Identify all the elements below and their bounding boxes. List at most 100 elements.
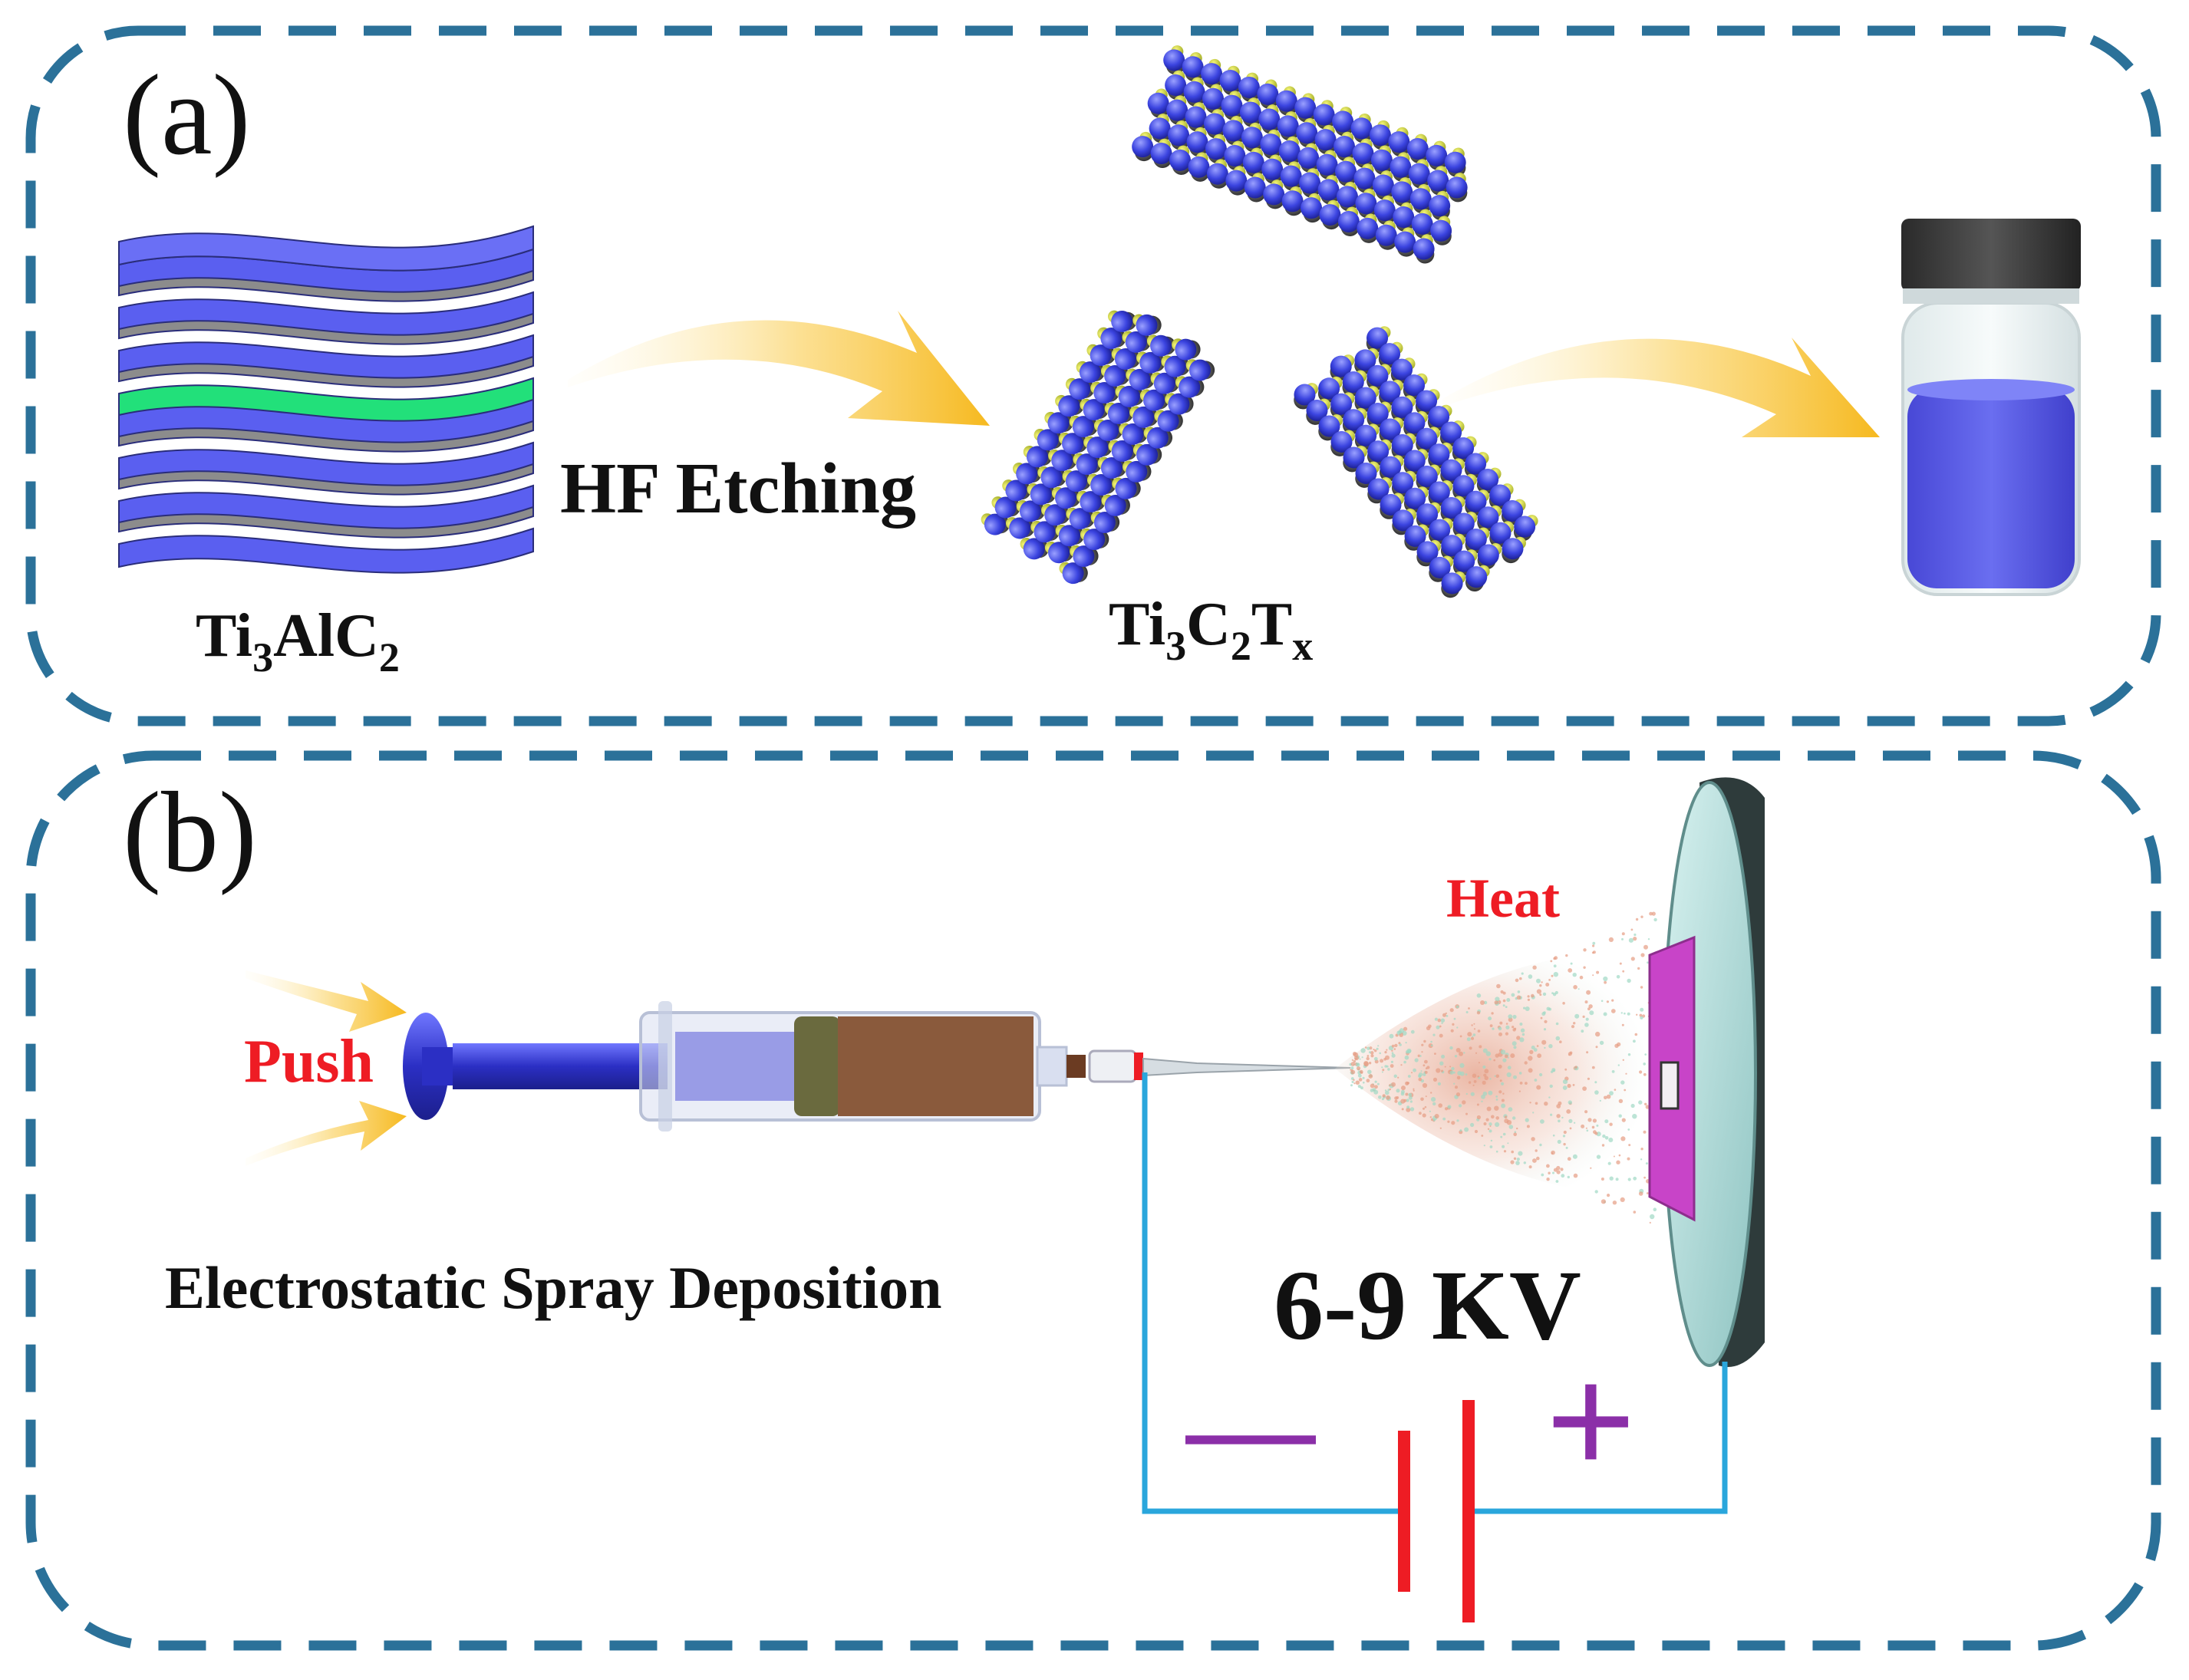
spray-droplet — [1561, 1174, 1565, 1178]
titanium-atom — [1391, 358, 1413, 380]
titanium-atom — [1072, 416, 1094, 438]
spray-droplet — [1422, 1082, 1428, 1089]
titanium-atom — [1175, 338, 1197, 361]
spray-droplet — [1607, 1161, 1611, 1165]
spray-droplet — [1360, 1048, 1366, 1053]
titanium-atom — [1280, 165, 1302, 187]
spray-droplet — [1350, 1069, 1356, 1075]
titanium-atom — [1427, 170, 1449, 192]
titanium-atom — [1277, 115, 1299, 137]
spray-droplet — [1649, 1221, 1651, 1224]
spray-droplet — [1430, 1040, 1432, 1043]
titanium-atom — [1136, 443, 1159, 466]
spray-droplet — [1498, 1064, 1502, 1069]
titanium-atom — [1244, 176, 1266, 199]
spray-droplet — [1471, 1024, 1473, 1026]
spray-droplet — [1445, 1012, 1447, 1014]
spray-droplet — [1602, 1134, 1606, 1138]
titanium-atom — [1044, 504, 1066, 526]
titanium-atom — [1073, 545, 1095, 568]
spray-droplet — [1604, 1095, 1607, 1100]
spray-droplet — [1568, 1100, 1572, 1105]
spray-droplet — [1546, 1178, 1550, 1181]
spray-droplet — [1440, 1069, 1444, 1072]
spray-droplet — [1489, 1078, 1492, 1080]
titanium-atom — [1299, 172, 1321, 194]
spray-droplet — [1582, 1086, 1587, 1091]
spray-droplet — [1432, 1102, 1436, 1106]
spray-droplet — [1625, 1072, 1627, 1075]
spray-droplet — [1353, 1079, 1355, 1082]
spray-droplet — [1407, 1049, 1412, 1053]
spray-droplet — [1610, 1009, 1616, 1013]
spray-droplet — [1507, 1142, 1509, 1145]
spray-droplet — [1546, 1164, 1550, 1168]
spray-droplet — [1587, 1118, 1592, 1122]
spray-droplet — [1587, 1077, 1590, 1080]
spray-droplet — [1609, 1122, 1613, 1126]
spray-droplet — [1630, 1103, 1635, 1108]
spray-droplet — [1627, 1157, 1630, 1161]
spray-droplet — [1614, 1089, 1617, 1091]
spray-droplet — [1484, 1076, 1488, 1081]
spray-droplet — [1465, 1112, 1468, 1115]
spray-droplet — [1640, 1148, 1643, 1151]
spray-droplet — [1420, 1097, 1424, 1102]
spray-droplet — [1517, 990, 1521, 993]
spray-droplet — [1565, 954, 1568, 957]
titanium-atom — [1446, 176, 1468, 199]
spray-droplet — [1382, 1094, 1386, 1098]
spray-droplet — [1499, 1079, 1502, 1082]
spray-droplet — [1368, 1074, 1373, 1079]
spray-droplet — [1488, 1016, 1492, 1021]
spray-droplet — [1498, 1026, 1502, 1031]
spray-droplet — [1386, 1049, 1388, 1051]
spray-droplet — [1501, 1082, 1505, 1085]
titanium-atom — [1186, 131, 1208, 153]
spray-droplet — [1540, 1119, 1544, 1124]
spray-droplet — [1486, 1106, 1492, 1112]
spray-droplet — [1531, 1137, 1535, 1141]
spray-droplet — [1574, 1013, 1580, 1019]
spray-droplet — [1653, 917, 1657, 922]
titanium-atom — [1048, 542, 1070, 564]
spray-droplet — [1592, 974, 1594, 977]
titanium-atom — [1026, 446, 1048, 468]
spray-droplet — [1583, 948, 1587, 952]
titanium-atom — [1202, 87, 1225, 110]
spray-droplet — [1601, 1000, 1604, 1003]
spray-droplet — [1495, 1150, 1498, 1153]
spray-droplet — [1465, 1073, 1468, 1076]
titanium-atom — [1428, 406, 1450, 428]
spray-droplet — [1643, 1176, 1647, 1179]
spray-droplet — [1640, 986, 1643, 989]
spray-droplet — [1476, 1103, 1479, 1106]
spray-droplet — [1604, 980, 1607, 984]
spray-droplet — [1493, 1059, 1495, 1062]
spray-droplet — [1419, 1055, 1422, 1057]
spray-droplet — [1408, 1092, 1413, 1097]
spray-droplet — [1572, 1084, 1575, 1086]
spray-droplet — [1633, 937, 1637, 941]
titanium-atom — [1404, 525, 1426, 547]
spray-droplet — [1633, 1211, 1637, 1214]
spray-droplet — [1596, 970, 1600, 974]
titanium-atom — [1440, 421, 1462, 443]
titanium-atom — [1353, 167, 1376, 189]
spray-droplet — [1562, 1002, 1565, 1005]
spray-droplet — [1638, 1100, 1643, 1105]
spray-droplet — [1639, 1013, 1643, 1017]
spray-droplet — [1356, 1062, 1360, 1067]
spray-droplet — [1503, 1150, 1507, 1153]
spray-droplet — [1453, 1082, 1455, 1085]
spray-droplet — [1428, 1024, 1432, 1029]
mxene-flake-top — [1132, 45, 1468, 264]
spray-droplet — [1519, 1082, 1523, 1085]
titanium-atom — [1316, 153, 1338, 176]
spray-droplet — [1590, 1167, 1592, 1169]
spray-droplet — [1401, 1108, 1404, 1111]
spray-droplet — [1441, 1022, 1443, 1025]
titanium-atom — [1416, 541, 1439, 563]
titanium-atom — [1093, 512, 1116, 534]
